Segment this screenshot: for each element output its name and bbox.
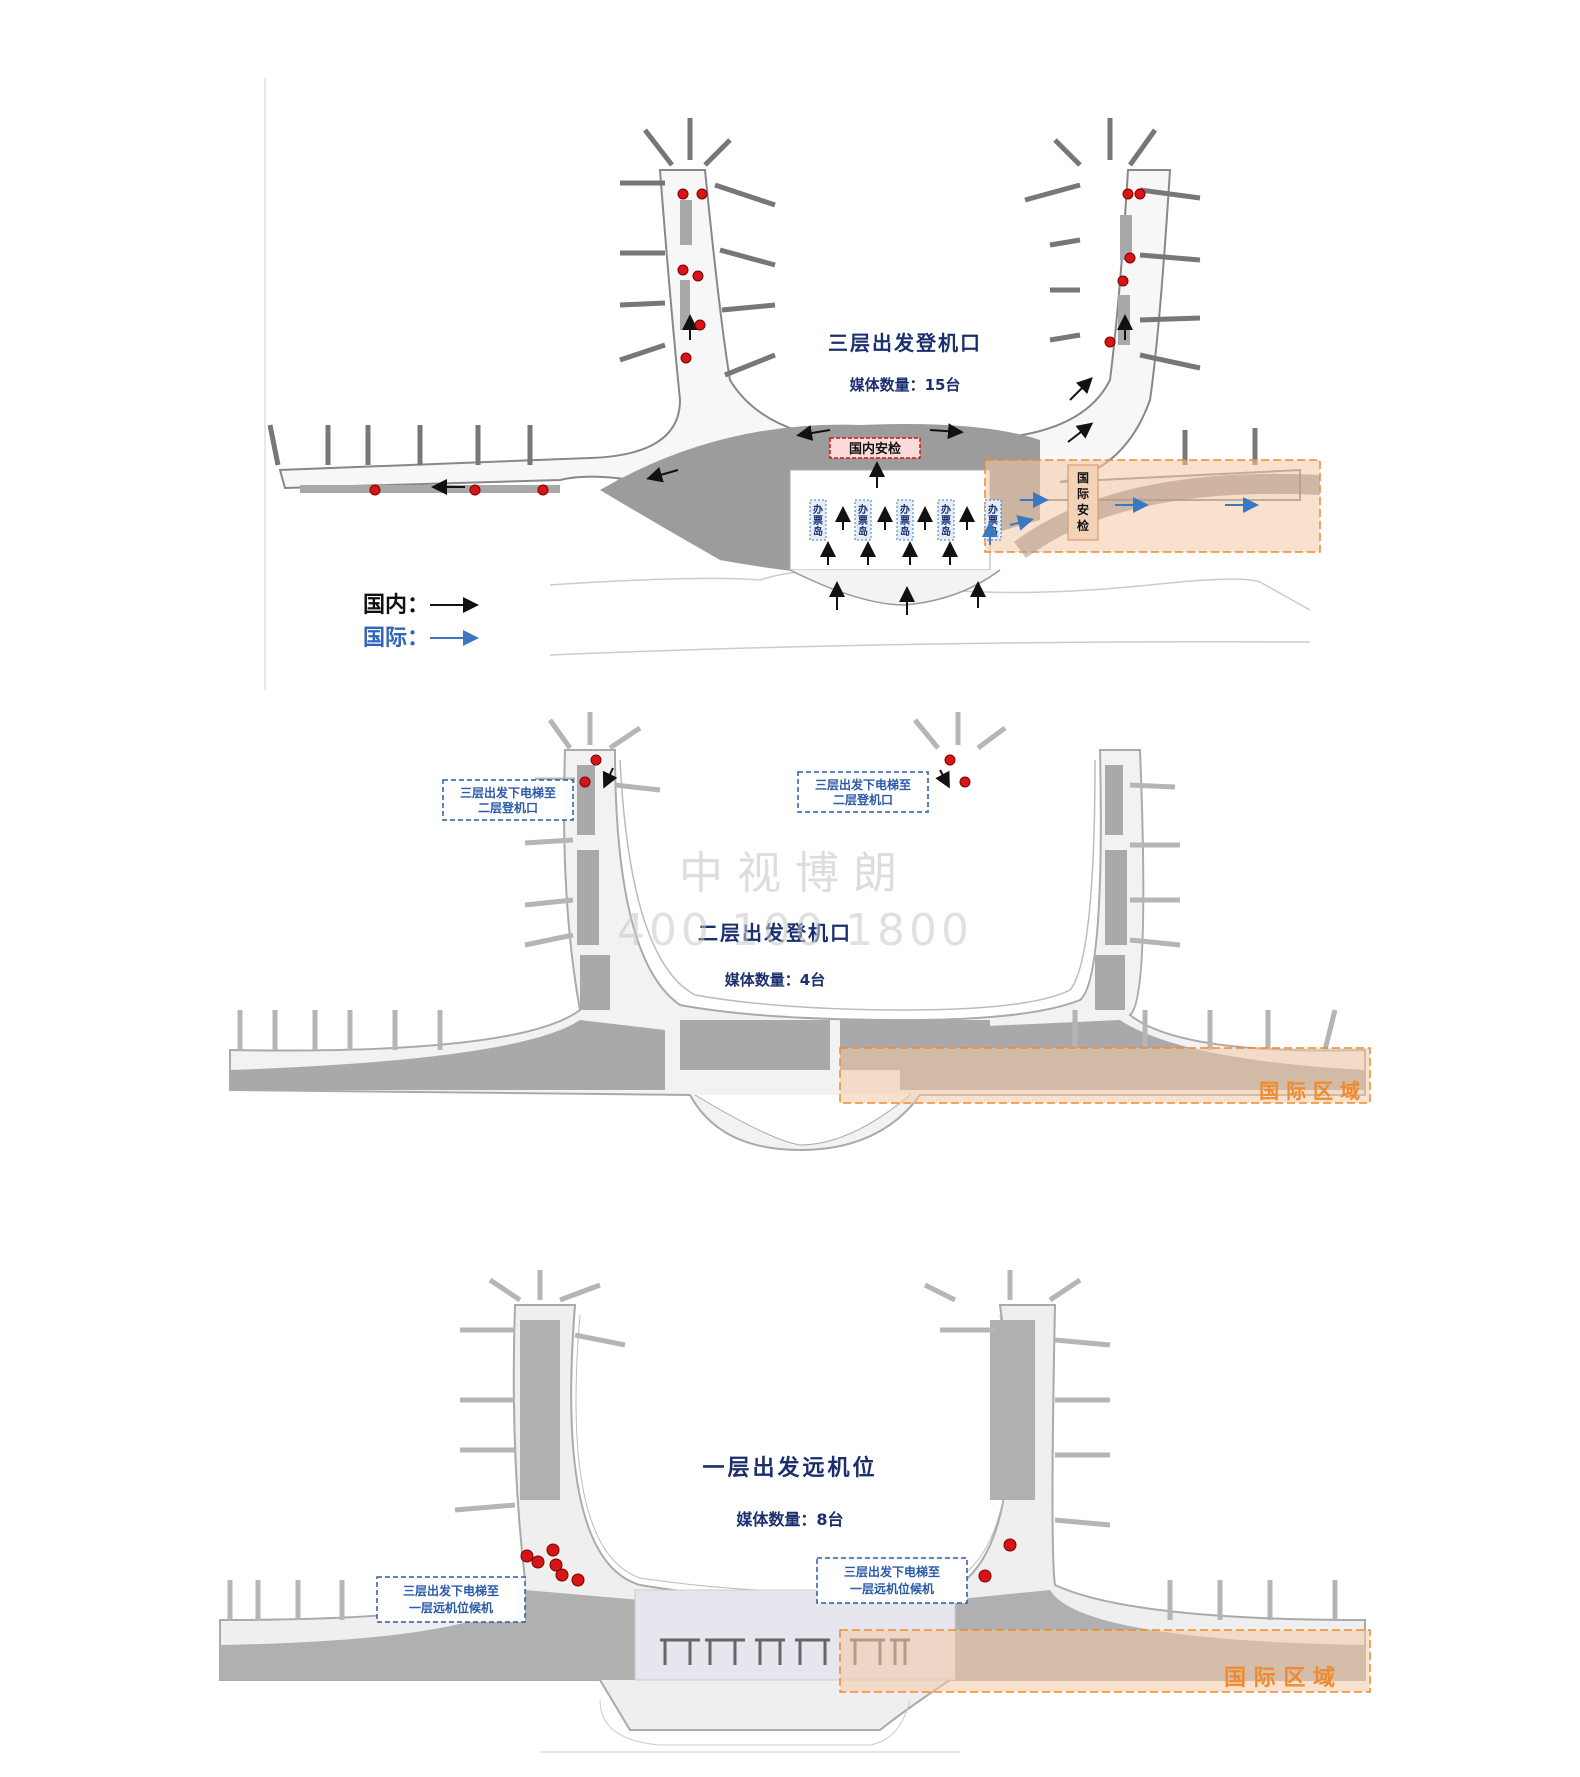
- intl-security-label: 国 际 安 检: [1077, 471, 1089, 533]
- floor2-callout-left: 三层出发下电梯至 二层登机口: [442, 779, 574, 821]
- intl-zone-floor1: [839, 1629, 1371, 1693]
- svg-text:票: 票: [900, 515, 910, 527]
- floor1-intl-zone-label: 国 际 区 域: [1224, 1665, 1335, 1691]
- intl-zone-floor2: [839, 1047, 1371, 1104]
- watermark-phone: 400 100 1800: [617, 905, 973, 956]
- media-dots-floor1: [520, 1538, 1017, 1587]
- domestic-security-box: [829, 437, 921, 459]
- svg-text:岛: 岛: [813, 525, 823, 538]
- floor1-media-count: 媒体数量：8台: [736, 1510, 843, 1529]
- svg-text:国: 国: [1077, 471, 1089, 485]
- svg-text:二层登机口: 二层登机口: [478, 800, 538, 815]
- ticket-island: 办 票 岛: [809, 499, 827, 541]
- floor2-intl-zone-label: 国 际 区 域: [1259, 1079, 1360, 1103]
- svg-text:三层出发下电梯至: 三层出发下电梯至: [815, 777, 911, 792]
- gate-stubs-3-west: [267, 424, 1258, 466]
- gate-stubs-3-left: [619, 118, 776, 378]
- domestic-flow-arrows: [431, 314, 1133, 615]
- watermark-name: 中视博朗: [679, 848, 911, 899]
- ticket-island: 办 票 岛: [984, 499, 1002, 541]
- floor3-title: 三层出发登机口: [828, 331, 982, 355]
- gate-stubs-3-right: [1024, 118, 1201, 371]
- floor1-callout-right: 三层出发下电梯至 一层远机位候机: [816, 1557, 968, 1604]
- floor2-callout-right: 三层出发下电梯至 二层登机口: [797, 771, 929, 813]
- floor2-title: 二层出发登机口: [698, 921, 852, 945]
- svg-text:办: 办: [941, 503, 951, 516]
- svg-text:检: 检: [1077, 518, 1089, 533]
- svg-text:岛: 岛: [900, 525, 910, 538]
- ticket-island: 办 票 岛: [854, 499, 872, 541]
- floor1-callout-left: 三层出发下电梯至 一层远机位候机: [376, 1576, 526, 1623]
- media-dots-floor3: [369, 188, 1146, 496]
- svg-text:办: 办: [988, 503, 998, 516]
- svg-text:办: 办: [858, 503, 868, 516]
- floor1-title: 一层出发远机位: [702, 1455, 877, 1481]
- gate-stubs-2: [237, 712, 1338, 1051]
- svg-text:票: 票: [941, 515, 951, 527]
- svg-text:际: 际: [1077, 487, 1089, 501]
- legend-domestic-label: 国内：: [363, 593, 429, 618]
- floor3-map: 国内安检 国 际 安 检 办 票 岛 办 票 岛 办: [264, 78, 1321, 690]
- svg-text:二层登机口: 二层登机口: [833, 792, 893, 807]
- svg-text:岛: 岛: [941, 525, 951, 538]
- floor2-map: 国 际 区 域 三层出发下电梯至 二层登机口 三层出发下电梯至 二层登机口 二层…: [229, 712, 1371, 1152]
- svg-text:票: 票: [813, 515, 823, 527]
- floor1-map: 国 际 区 域 三层出发下电梯至 一层远机位候机 三层出发下电梯至 一层远机位候…: [219, 1270, 1371, 1753]
- flow-legend: 国内： 国际：: [363, 593, 479, 651]
- svg-text:办: 办: [900, 503, 910, 516]
- svg-text:三层出发下电梯至: 三层出发下电梯至: [403, 1583, 499, 1598]
- legend-intl-label: 国际：: [363, 626, 429, 651]
- svg-text:办: 办: [813, 503, 823, 516]
- floor2-media-count: 媒体数量：4台: [725, 971, 825, 989]
- intl-flow-arrows: [982, 492, 1259, 545]
- ticket-island: 办 票 岛: [937, 499, 955, 541]
- svg-text:安: 安: [1077, 502, 1089, 517]
- svg-text:岛: 岛: [858, 525, 868, 538]
- svg-text:三层出发下电梯至: 三层出发下电梯至: [460, 785, 556, 800]
- gate-stubs-1: [227, 1270, 1338, 1620]
- domestic-security-label: 国内安检: [849, 441, 901, 457]
- svg-text:一层远机位候机: 一层远机位候机: [850, 1581, 934, 1596]
- ticket-island: 办 票 岛: [896, 499, 914, 541]
- floor3-media-count: 媒体数量：15台: [850, 376, 961, 394]
- ticket-islands: 办 票 岛 办 票 岛 办 票 岛 办 票 岛: [809, 499, 1002, 541]
- media-dots-floor2: [579, 754, 971, 788]
- svg-text:三层出发下电梯至: 三层出发下电梯至: [844, 1564, 940, 1579]
- svg-text:票: 票: [858, 515, 868, 527]
- svg-text:一层远机位候机: 一层远机位候机: [409, 1600, 493, 1615]
